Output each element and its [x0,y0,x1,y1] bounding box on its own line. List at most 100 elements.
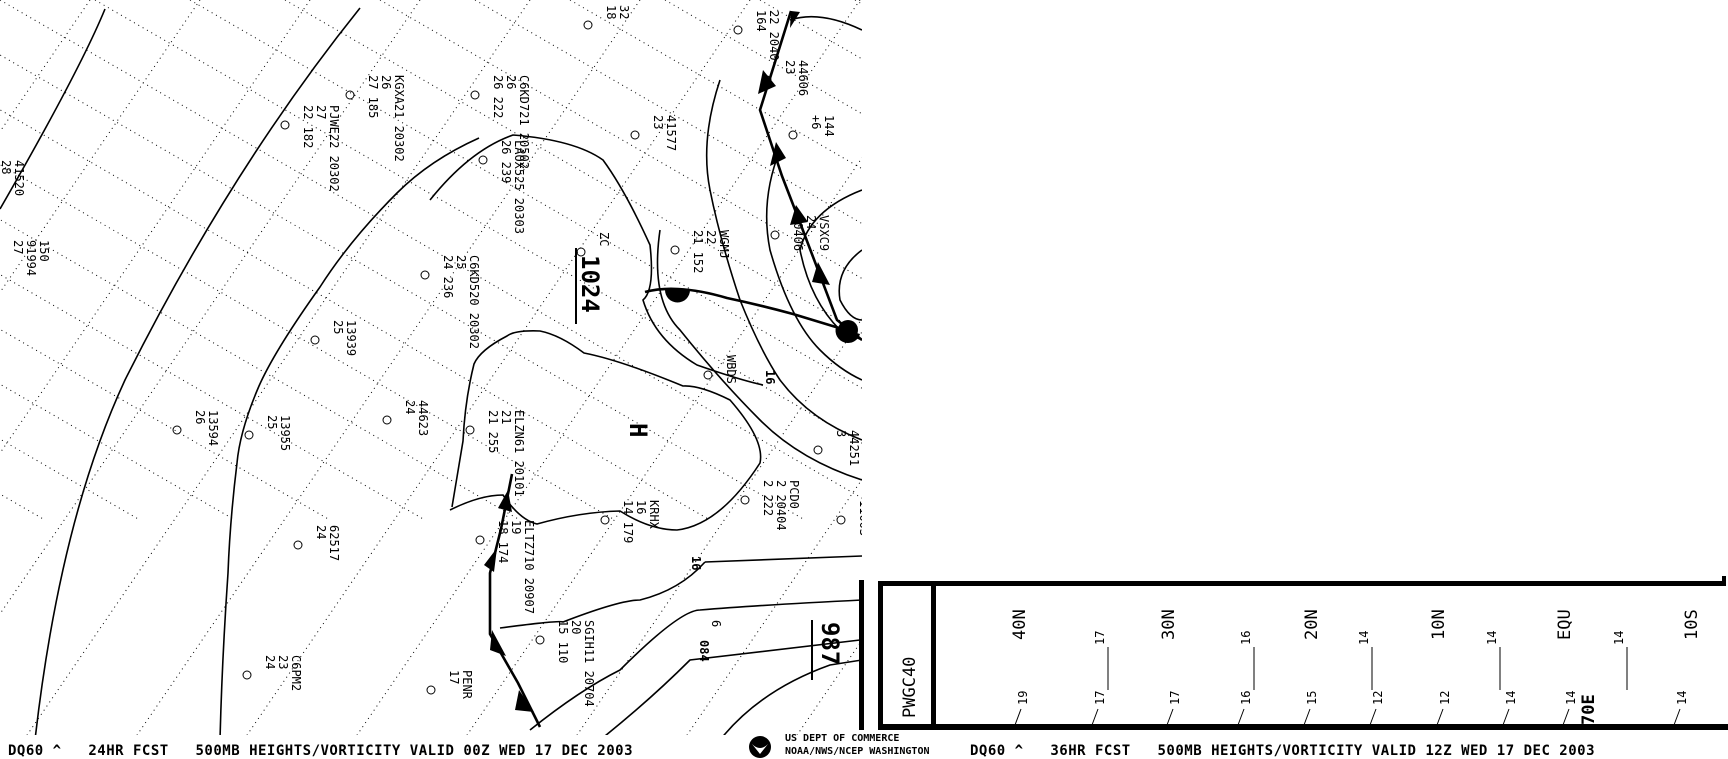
station-label: 23 [651,115,665,129]
station-label: 13955 [278,415,292,451]
wind-value-lower: 12 [1371,691,1385,705]
isobar [704,555,862,563]
wind-value-lower: 17 [1093,691,1107,705]
station-label: 27 185 [366,75,380,118]
wind-value-lower: 12 [1438,691,1452,705]
grid-line [474,0,862,225]
station-label: 22 2040 [767,10,781,61]
grid-line [284,0,862,334]
station-label: 23 [783,60,797,74]
station-label: +6 [809,115,823,129]
isobar [529,599,862,731]
contour-label: 084 [697,640,711,662]
station-label: 20406 [791,215,805,251]
station-label: 22 182 [301,105,315,148]
isobar [429,134,764,386]
station-label: 144 [822,115,836,137]
isobar [656,229,862,481]
grid-line [950,0,1728,520]
latitude-label: 20N [1302,609,1322,640]
station-label: 21 255 [486,410,500,453]
grid-line [890,0,1410,759]
station-label: 26 [193,410,207,424]
wind-barb-icon [1166,708,1174,726]
station-plot: WBDS [703,355,738,384]
wind-barb-icon [1303,708,1311,726]
cold-front-pips [484,490,534,712]
agency-line-2: NOAA/NWS/NCEP WASHINGTON [785,746,930,757]
latitude-label: 10S [1682,609,1702,640]
grid-line [576,317,862,735]
station-label: 26 [504,75,518,89]
station-circle-icon [310,335,320,345]
station-label: 17 [447,670,461,684]
station-label: 164 [754,10,768,32]
isobar [219,137,480,735]
wind-value-upper: 14 [1357,631,1371,645]
isobar [705,79,862,441]
wind-barb-icon [1014,708,1022,726]
latitude-label: 30N [1159,609,1179,640]
grid-line [1140,0,1728,520]
station-label: 62517 [327,525,341,561]
station-circle-icon [836,515,846,525]
station-label: 150 [37,240,51,262]
station-label: C6PM2 [289,655,303,691]
station-label: WBDS [724,355,738,384]
station-label: 14 179 [621,500,635,543]
wind-barb-icon [1502,708,1510,726]
station-label: 24 [263,655,277,669]
station-label: 23 [276,655,290,669]
station-label: 24 [403,400,417,414]
station-label: 44251 [847,430,861,466]
isobars [0,7,862,735]
station-label: 25 [331,320,345,334]
station-label: LAOX525 20303 [512,140,526,234]
grid-line [0,0,201,294]
station-label: 44606 [796,60,810,96]
grid-line [0,438,141,521]
station-label: 91994 [24,240,38,276]
station-circle-icon [172,425,182,435]
wind-value-upper: 14 [1612,631,1626,645]
grid-line [466,156,862,735]
wind-value-upper: 14 [1485,631,1499,645]
station-label: 18 174 [496,520,510,563]
station-label: 21 152 [691,230,705,273]
station-circle-icon [630,130,640,140]
high-pressure-label: H [624,423,652,437]
grid-line [686,478,862,735]
wind-barb-icon [1237,708,1245,726]
isobar [789,15,862,31]
wind-barb-icon [1673,708,1681,726]
station-circle-icon [478,155,488,165]
isobar [723,659,862,735]
longitude-label: 70E [1579,694,1599,725]
station-label: 44623 [416,400,430,436]
center-labels: H 1024 16 16 084 6 987 [575,248,844,680]
grid-line [1045,0,1728,520]
station-label: PCD0 [787,480,801,509]
low-pressure-value: 987 [816,622,844,665]
station-label: 26 239 [499,140,513,183]
station-label: 25 [454,255,468,269]
station-label: KRHX [647,500,661,530]
wind-barb-icon [1091,708,1099,726]
station-label: SGIH11 20704 [582,620,596,707]
station-circle-icon [740,495,750,505]
footer-right-caption: DQ60 ^ 36HR FCST 500MB HEIGHTS/VORTICITY… [970,743,1596,759]
